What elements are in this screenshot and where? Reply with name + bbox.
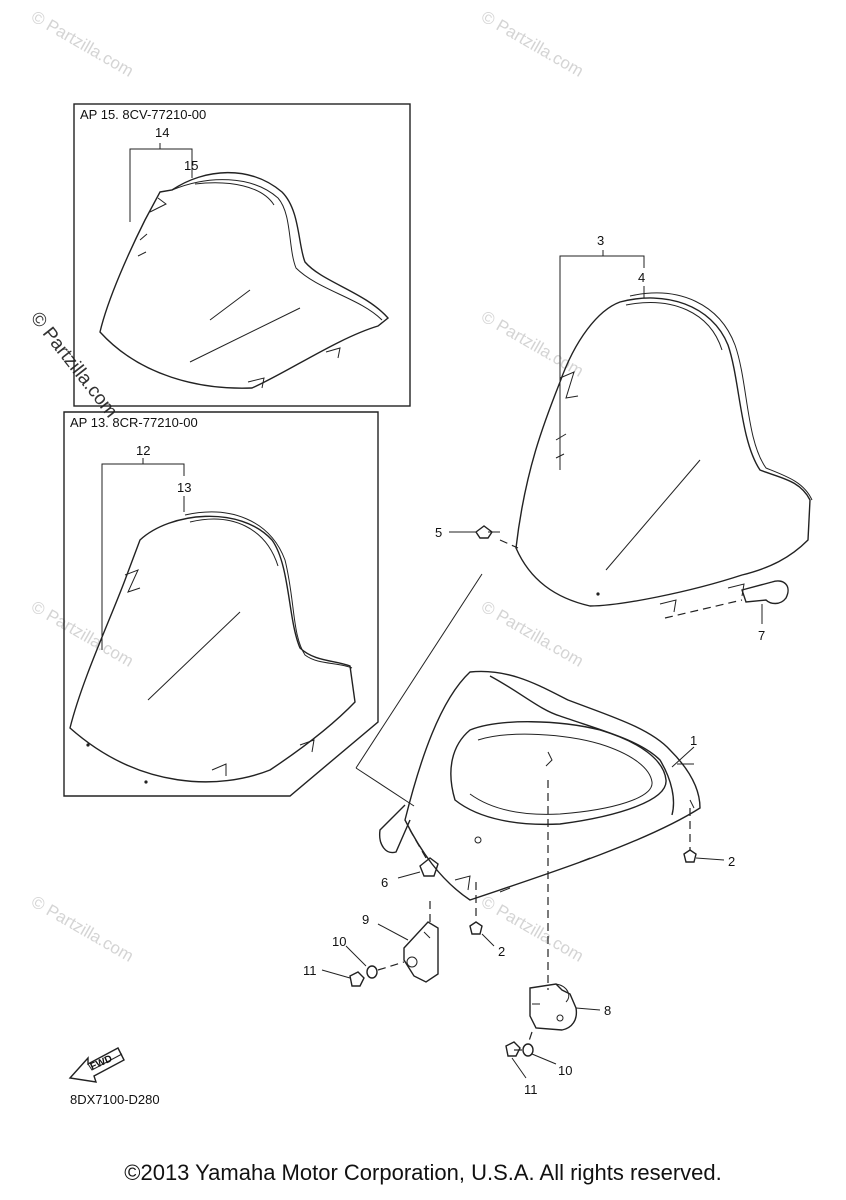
watermark: © Partzilla.com <box>478 7 587 81</box>
fwd-arrow: FWD <box>68 1047 125 1083</box>
bracket-9-assembly: 9 10 11 <box>303 898 439 987</box>
bracket-8-assembly: 8 10 11 <box>505 983 611 1097</box>
watermark: © Partzilla.com <box>478 307 587 381</box>
inset-box-ap13: AP 13. 8CR-77210-00 12 13 <box>63 411 379 797</box>
callout-4: 4 <box>638 270 645 285</box>
callout-14: 14 <box>155 125 169 140</box>
callout-11: 11 <box>303 963 317 978</box>
inset-label: AP 15. 8CV-77210-00 <box>80 107 206 122</box>
callout-12: 12 <box>136 443 150 458</box>
copyright-notice: ©2013 Yamaha Motor Corporation, U.S.A. A… <box>124 1160 722 1185</box>
callout-15: 15 <box>184 158 198 173</box>
watermark: © Partzilla.com <box>478 892 587 966</box>
inset-box-ap15: AP 15. 8CV-77210-00 14 15 <box>73 103 411 407</box>
callout-10: 10 <box>558 1063 572 1078</box>
callout-9: 9 <box>362 912 369 927</box>
watermark: © Partzilla.com <box>28 892 137 966</box>
fwd-label: FWD <box>89 1053 114 1072</box>
callout-13: 13 <box>177 480 191 495</box>
windshield-ap13 <box>69 515 356 783</box>
watermark: © Partzilla.com <box>478 597 587 671</box>
windshield-main: 3 4 5 7 <box>435 233 813 643</box>
callout-2: 2 <box>728 854 735 869</box>
callout-7: 7 <box>758 628 765 643</box>
callout-10: 10 <box>332 934 346 949</box>
callout-11: 11 <box>524 1082 538 1097</box>
watermark: © Partzilla.com <box>28 7 137 81</box>
callout-1: 1 <box>690 733 697 748</box>
windshield-ap15 <box>99 171 390 389</box>
inset-label: AP 13. 8CR-77210-00 <box>70 415 198 430</box>
watermark: © Partzilla.com <box>28 597 137 671</box>
callout-5: 5 <box>435 525 442 540</box>
callout-6: 6 <box>381 875 388 890</box>
cowling: 1 2 2 6 <box>355 573 735 990</box>
callout-8: 8 <box>604 1003 611 1018</box>
callout-2: 2 <box>498 944 505 959</box>
callout-3: 3 <box>597 233 604 248</box>
diagram-code: 8DX7100-D280 <box>70 1092 160 1107</box>
watermarks: © Partzilla.com © Partzilla.com © Partzi… <box>26 7 587 966</box>
